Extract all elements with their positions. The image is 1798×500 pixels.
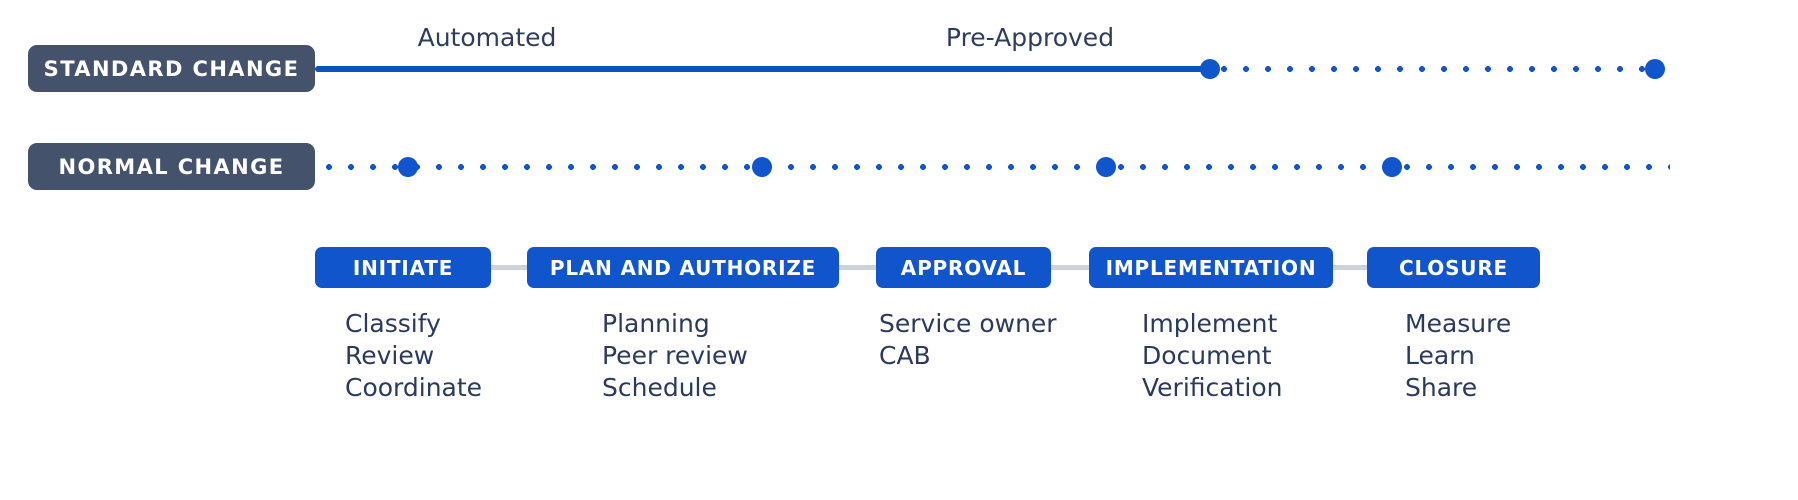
stage-box-initiate[interactable]: INITIATE bbox=[315, 247, 491, 288]
stage-item: Peer review bbox=[602, 341, 748, 370]
stage-item: Service owner bbox=[879, 309, 1057, 338]
lane-track-standard-change bbox=[315, 59, 1675, 79]
normal-line-dotted-segment bbox=[318, 164, 1670, 170]
stage-connector-3 bbox=[1046, 265, 1094, 270]
lane-track-normal-change bbox=[315, 157, 1675, 177]
stage-connector-2 bbox=[834, 265, 882, 270]
stage-box-approval[interactable]: APPROVAL bbox=[876, 247, 1051, 288]
stage-item: Classify bbox=[345, 309, 441, 338]
normal-node-marker-2 bbox=[752, 157, 772, 177]
stage-items-implementation: Implement Document Verification bbox=[1142, 308, 1282, 404]
normal-node-marker-3 bbox=[1096, 157, 1116, 177]
stage-item: Share bbox=[1405, 373, 1478, 402]
stage-items-initiate: Classify Review Coordinate bbox=[345, 308, 482, 404]
standard-node-marker-1 bbox=[1200, 59, 1220, 79]
lane-caption-automated: Automated bbox=[417, 23, 557, 52]
stage-item: CAB bbox=[879, 341, 931, 370]
stage-items-plan-and-authorize: Planning Peer review Schedule bbox=[602, 308, 748, 404]
stage-item: Implement bbox=[1142, 309, 1278, 338]
standard-node-marker-2 bbox=[1645, 59, 1665, 79]
normal-node-marker-4 bbox=[1382, 157, 1402, 177]
stage-item: Review bbox=[345, 341, 435, 370]
stage-item: Planning bbox=[602, 309, 710, 338]
lane-badge-normal-change: NORMAL CHANGE bbox=[28, 143, 315, 190]
stage-item: Document bbox=[1142, 341, 1272, 370]
stage-item: Learn bbox=[1405, 341, 1475, 370]
standard-line-solid-segment bbox=[315, 66, 1210, 72]
stage-item: Coordinate bbox=[345, 373, 483, 402]
stage-items-closure: Measure Learn Share bbox=[1405, 308, 1511, 404]
stage-item: Verification bbox=[1142, 373, 1283, 402]
normal-node-marker-1 bbox=[398, 157, 418, 177]
stage-box-implementation[interactable]: IMPLEMENTATION bbox=[1089, 247, 1333, 288]
stage-connector-1 bbox=[486, 265, 534, 270]
lane-caption-pre-approved: Pre-Approved bbox=[945, 23, 1115, 52]
stage-items-approval: Service owner CAB bbox=[879, 308, 1057, 372]
standard-line-dotted-segment bbox=[1213, 66, 1663, 72]
stage-item: Measure bbox=[1405, 309, 1512, 338]
stage-item: Schedule bbox=[602, 373, 717, 402]
stage-box-plan-and-authorize[interactable]: PLAN AND AUTHORIZE bbox=[527, 247, 839, 288]
lane-badge-standard-change: STANDARD CHANGE bbox=[28, 45, 315, 92]
stage-box-closure[interactable]: CLOSURE bbox=[1367, 247, 1540, 288]
stage-connector-4 bbox=[1328, 265, 1376, 270]
